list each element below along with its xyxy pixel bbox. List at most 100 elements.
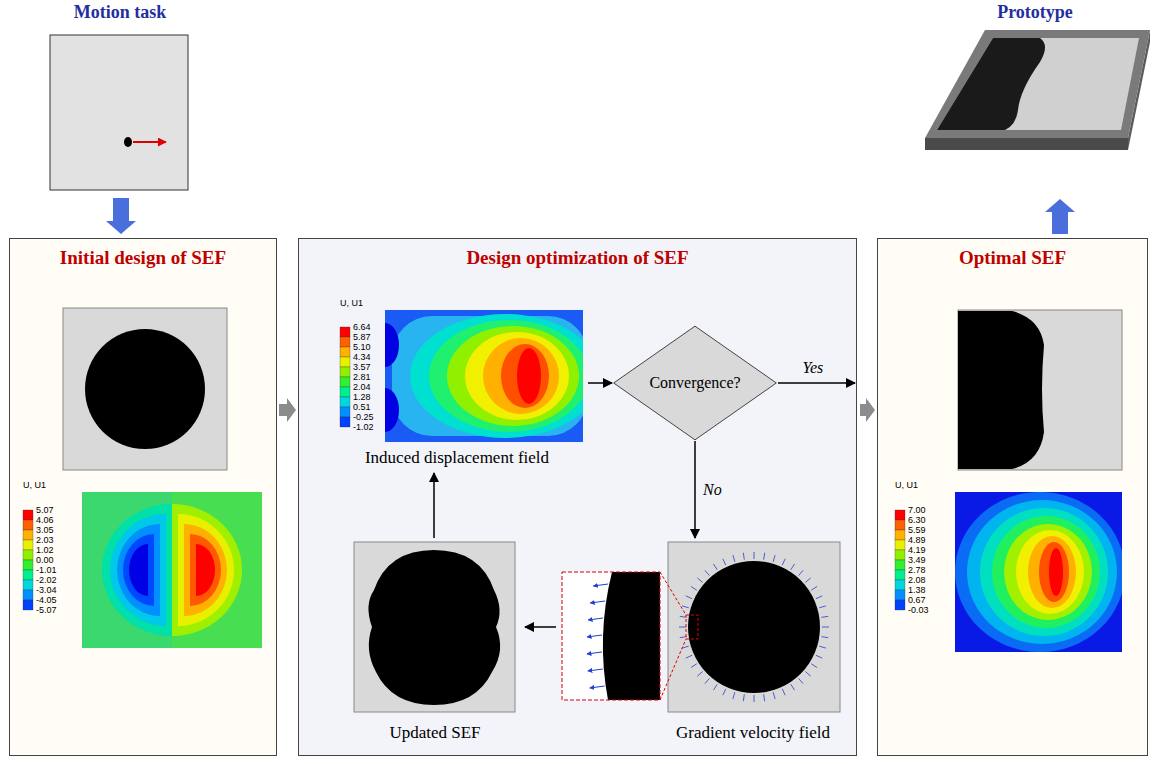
figure-caption: Updated SEF	[389, 723, 480, 743]
colorbar-value: -1.01	[36, 564, 57, 576]
figure-caption: Motion task	[74, 2, 167, 23]
colorbar-value: 2.04	[353, 381, 371, 393]
stage-panel: Initial design of SEF	[9, 238, 277, 756]
velocity-tick	[743, 694, 745, 701]
flow-line	[694, 441, 696, 538]
colorbar-value: 6.30	[908, 514, 926, 526]
colorbar-value: 2.81	[353, 371, 371, 383]
colorbar-value: 3.57	[353, 361, 371, 373]
velocity-tick	[723, 559, 726, 565]
domain-square	[63, 308, 227, 470]
colorbar-value: 0.00	[36, 554, 54, 566]
contour-band	[1049, 548, 1063, 596]
colorbar-value: 4.34	[353, 351, 371, 363]
flow-connector	[279, 398, 296, 422]
flow-line	[588, 382, 612, 384]
zoom-inset	[562, 572, 660, 700]
tray-film	[937, 38, 1045, 130]
contour-band	[429, 320, 583, 432]
flow-connector	[695, 441, 696, 538]
colorbar-value: -2.02	[36, 574, 57, 586]
figure-caption: Induced displacement field	[365, 448, 549, 468]
velocity-tick	[697, 578, 702, 583]
tray-top	[925, 30, 1150, 138]
flow-connector	[778, 383, 875, 422]
colorbar-value: -0.25	[353, 411, 374, 423]
colorbar-swatch	[895, 550, 905, 560]
velocity-tick	[811, 586, 817, 590]
velocity-tick	[743, 553, 745, 560]
panel-ground	[9, 238, 277, 756]
colorbar-swatch	[895, 580, 905, 590]
sef-shape	[958, 311, 1044, 469]
velocity-tick	[763, 694, 765, 701]
contour-band	[501, 344, 549, 408]
contour-band	[517, 348, 541, 404]
colorbar-value: -0.03	[908, 604, 929, 616]
flow-connector	[106, 198, 136, 234]
colorbar-value: 2.08	[908, 574, 926, 586]
velocity-tick	[713, 684, 717, 690]
velocity-tick	[679, 627, 686, 628]
contour-band	[184, 524, 227, 616]
zoom-leader	[660, 572, 686, 615]
diamond-shape	[614, 326, 777, 440]
contour-band	[992, 516, 1100, 628]
figure-box: Motion task	[50, 2, 190, 194]
velocity-tick	[791, 564, 795, 570]
velocity-tick	[816, 596, 822, 599]
figure-box: Gradient velocity field	[556, 538, 846, 748]
colorbar-value: 3.05	[36, 524, 54, 536]
tray-recess	[937, 38, 1139, 130]
contour-band	[117, 524, 160, 616]
colorbar-swatch	[895, 560, 905, 570]
figure-box: Prototype	[920, 2, 1150, 195]
velocity-tick	[822, 627, 829, 628]
flow-line	[778, 382, 855, 384]
velocity-arrow	[590, 686, 605, 688]
colorbar-swatch	[895, 530, 905, 540]
figure-caption: Gradient velocity field	[676, 723, 830, 743]
velocity-tick	[686, 655, 692, 658]
colorbar-swatch	[340, 327, 350, 337]
velocity-tick	[773, 692, 775, 699]
colorbar-swatch	[340, 337, 350, 347]
velocity-tick	[697, 672, 702, 677]
contour-band	[1028, 536, 1076, 608]
velocity-tick	[723, 689, 726, 695]
colorbar-title: U, U1	[23, 479, 46, 491]
contour-band	[1039, 542, 1069, 602]
stage-arrow	[860, 398, 875, 422]
contour-band	[385, 323, 399, 367]
velocity-tick	[821, 636, 828, 638]
contour-band	[190, 534, 221, 606]
velocity-arrow	[587, 635, 602, 637]
colorbar-value: 7.00	[908, 504, 926, 516]
velocity-tick	[799, 570, 804, 575]
contour-plot	[955, 492, 1122, 652]
colorbar-value: 6.64	[353, 321, 371, 333]
velocity-tick	[805, 578, 810, 583]
colorbar-swatch	[895, 600, 905, 610]
velocity-arrow	[588, 669, 603, 671]
contour-band	[129, 544, 148, 596]
velocity-arrow	[593, 584, 608, 586]
velocity-arrow	[590, 601, 605, 603]
domain-square	[354, 542, 515, 712]
colorbar-swatch	[895, 510, 905, 520]
colorbar-swatch	[23, 520, 33, 530]
stage-panel: Design optimization of SEFInduced displa…	[298, 238, 857, 756]
domain-square	[958, 310, 1122, 470]
zoom-frame	[562, 572, 660, 700]
velocity-tick	[821, 616, 828, 618]
colorbar-swatch	[23, 570, 33, 580]
contour-band	[110, 514, 166, 626]
colorbar-value: 5.10	[353, 341, 371, 353]
colorbar-swatch	[23, 530, 33, 540]
flow-connector	[1045, 199, 1075, 234]
velocity-tick	[705, 678, 710, 683]
colorbar-value: 1.38	[908, 584, 926, 596]
velocity-tick	[799, 678, 804, 683]
contour-band	[410, 314, 583, 438]
zoom-boundary	[603, 572, 660, 700]
